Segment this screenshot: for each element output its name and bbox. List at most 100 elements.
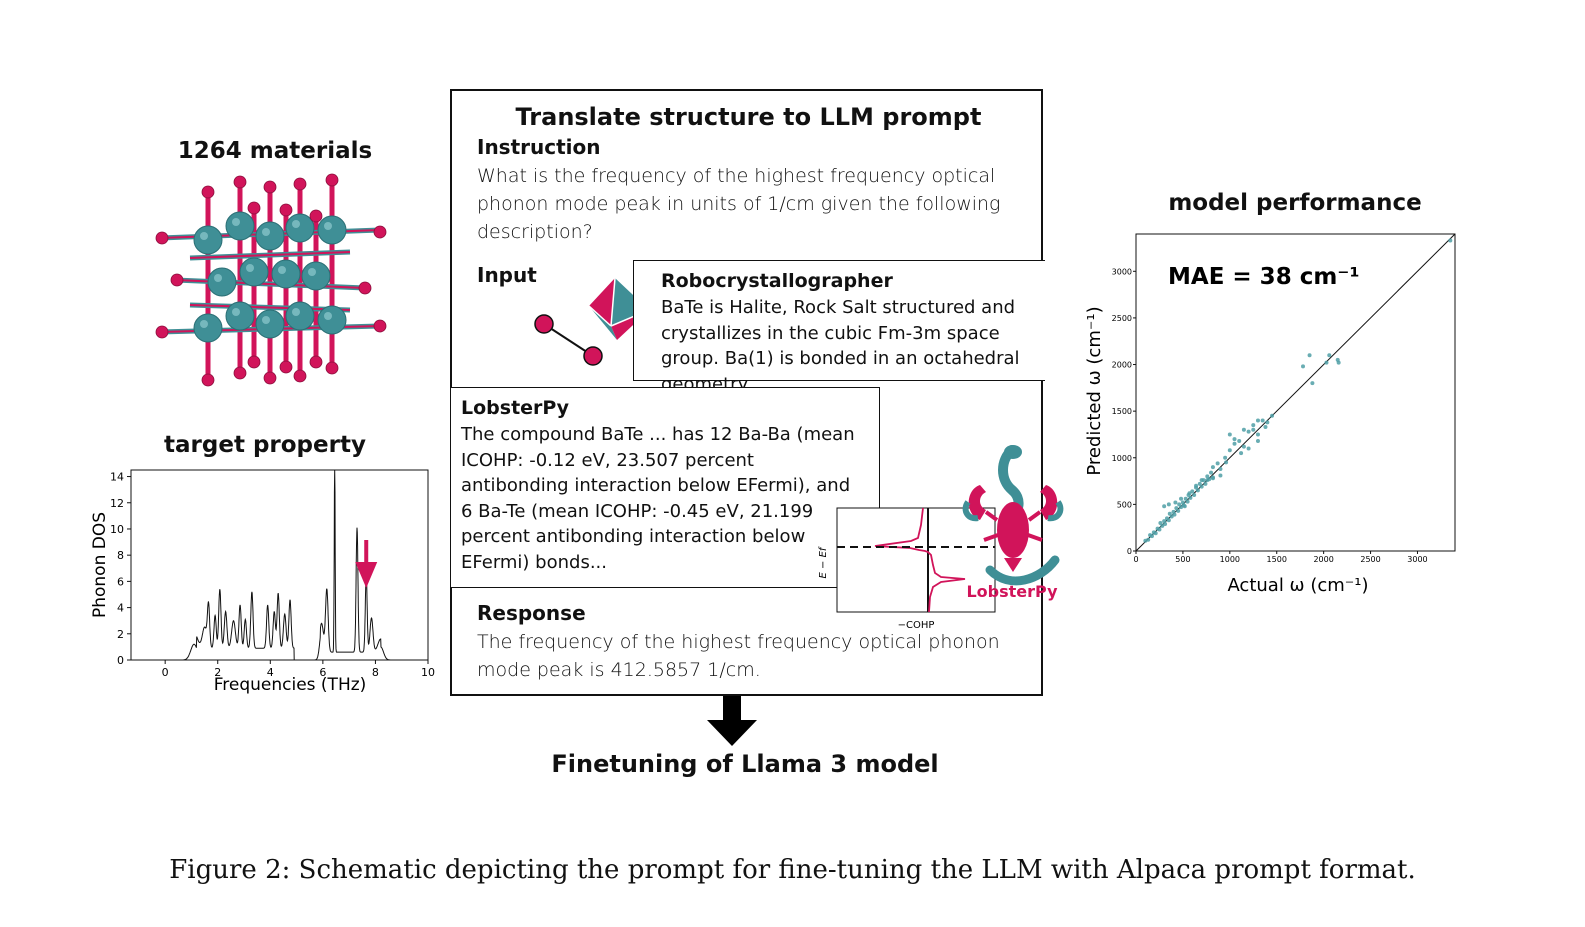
te-atom <box>233 366 247 380</box>
materials-title: 1264 materials <box>177 138 373 164</box>
scatter-point <box>1188 495 1193 500</box>
atom-highlight <box>232 308 240 316</box>
dos-xlabel: Frequencies (THz) <box>214 675 367 695</box>
atom-highlight <box>246 264 254 272</box>
ba-atom <box>301 261 331 291</box>
te-atom <box>358 281 372 295</box>
scatter-point <box>1203 481 1208 486</box>
ba-atom <box>207 267 237 297</box>
ba-atom <box>271 259 301 289</box>
cohp-curve <box>874 507 966 613</box>
te-atom <box>279 360 293 374</box>
scatter-point <box>1246 429 1251 434</box>
scatter-point <box>1162 504 1167 509</box>
scatter-point <box>1169 514 1174 519</box>
atom-highlight <box>324 312 332 320</box>
crystal-structure-illustration <box>155 173 387 387</box>
scatter-point <box>1307 353 1312 358</box>
ba-atom <box>255 221 285 251</box>
scatter-point <box>1227 432 1232 437</box>
lobsterpy-box: LobsterPy The compound BaTe ... has 12 B… <box>450 387 880 588</box>
scatter-plot-frame <box>1135 233 1456 552</box>
highest-peak-arrow <box>355 540 378 588</box>
scatter-ytick-label: 1000 <box>1112 454 1132 463</box>
dos-xtick-label: 4 <box>267 666 274 679</box>
down-arrow-icon <box>707 696 757 746</box>
ba-atom <box>255 309 285 339</box>
dos-ytick-label: 6 <box>117 575 124 588</box>
scatter-ylabel: Predicted ω (cm⁻¹) <box>1084 306 1105 475</box>
dos-ytick-label: 12 <box>110 497 124 510</box>
atom-highlight <box>214 274 222 282</box>
atom-highlight <box>278 266 286 274</box>
response-text: The frequency of the highest frequency o… <box>477 631 1000 681</box>
dos-plot-frame <box>130 469 429 661</box>
scatter-point <box>1260 418 1265 423</box>
scatter-point <box>1227 448 1232 453</box>
scatter-point <box>1187 491 1192 496</box>
scatter-xtick-label: 1000 <box>1220 555 1240 564</box>
scatter-point <box>1157 527 1162 532</box>
dos-ytick-label: 4 <box>117 602 124 615</box>
scatter-point <box>1172 512 1177 517</box>
scatter-point <box>1199 478 1204 483</box>
scatter-point <box>1166 502 1171 507</box>
target-property-title: target property <box>164 432 366 458</box>
scatter-ytick-label: 0 <box>1127 547 1132 556</box>
atom-highlight <box>200 320 208 328</box>
te-atom <box>155 231 169 245</box>
scatter-point <box>1246 446 1251 451</box>
scatter-point <box>1210 476 1215 481</box>
lobsterpy-text: The compound BaTe ... has 12 Ba-Ba (mean… <box>461 424 855 573</box>
lobsterpy-logo: LobsterPy <box>962 445 1064 601</box>
lobsterpy-label: LobsterPy <box>461 397 570 419</box>
te-atom <box>373 225 387 239</box>
scatter-point <box>1179 505 1184 510</box>
scatter-point <box>1223 455 1228 460</box>
robocrystallographer-text: BaTe is Halite, Rock Salt structured and… <box>661 297 1020 395</box>
te-atom <box>247 355 261 369</box>
scatter-point <box>1263 424 1268 429</box>
scatter-point <box>1179 496 1184 501</box>
scatter-point <box>1324 360 1329 365</box>
te-atom <box>233 175 247 189</box>
finetune-label: Finetuning of Llama 3 model <box>551 750 939 778</box>
dos-xtick-label: 6 <box>319 666 326 679</box>
scatter-point <box>1218 473 1223 478</box>
te-atom <box>263 180 277 194</box>
scatter-point <box>1327 353 1332 358</box>
scatter-point <box>1251 423 1256 428</box>
scatter-point <box>1215 461 1220 466</box>
scatter-point <box>1163 521 1168 526</box>
scatter-point <box>1251 427 1256 432</box>
scatter-point <box>1310 381 1315 386</box>
scatter-point <box>1209 470 1214 475</box>
scatter-point <box>1232 441 1237 446</box>
scatter-ytick-label: 2000 <box>1112 361 1132 370</box>
dos-ytick-label: 0 <box>117 654 124 667</box>
scatter-point <box>1146 537 1151 542</box>
te-atom <box>325 361 339 375</box>
dos-xtick-label: 8 <box>372 666 379 679</box>
scatter-point <box>1199 484 1204 489</box>
ba-atom <box>285 213 315 243</box>
dos-xtick-label: 2 <box>214 666 221 679</box>
scatter-point <box>1265 420 1270 425</box>
crystal-bonds <box>159 178 381 382</box>
crystal-atoms <box>155 173 387 387</box>
scatter-ytick-label: 1500 <box>1112 407 1132 416</box>
scatter-point <box>1192 493 1197 498</box>
scatter-point <box>1153 531 1158 536</box>
scatter-xtick-label: 1500 <box>1267 555 1287 564</box>
scatter-point <box>1173 500 1178 505</box>
scatter-point <box>1239 451 1244 456</box>
input-label: Input <box>477 263 537 287</box>
scatter-point <box>1185 499 1190 504</box>
scatter-xtick-label: 2000 <box>1313 555 1333 564</box>
ba-atom <box>193 313 223 343</box>
te-atom <box>373 319 387 333</box>
model-performance-title: model performance <box>1168 190 1422 216</box>
atom-highlight <box>308 268 316 276</box>
scatter-xtick-label: 3000 <box>1407 555 1427 564</box>
te-atom <box>279 203 293 217</box>
